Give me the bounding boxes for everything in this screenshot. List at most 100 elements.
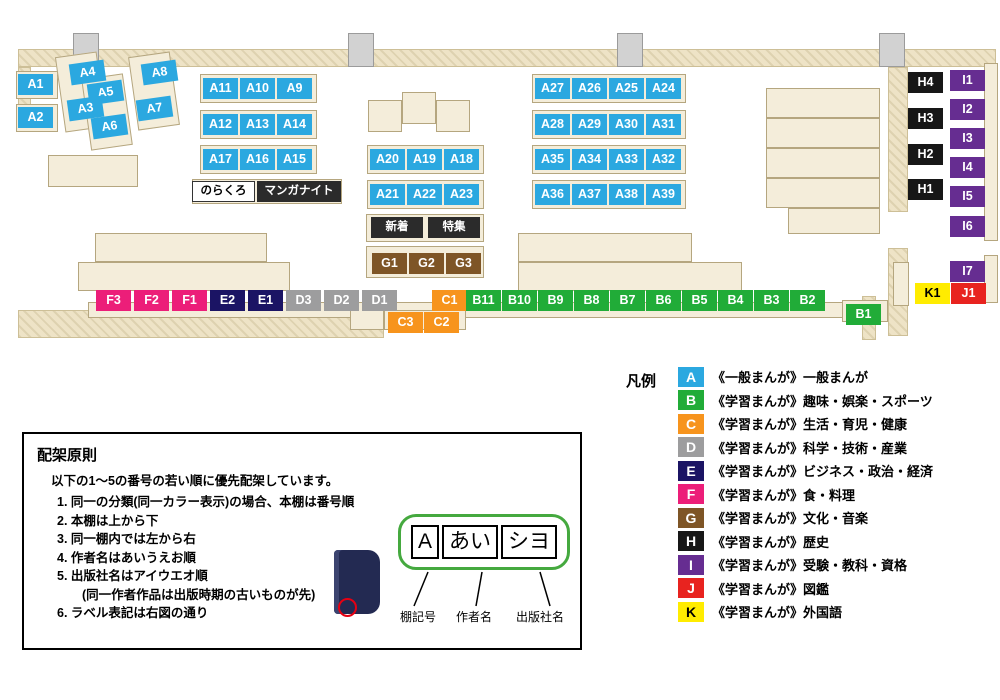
shelf-label-J1: J1	[951, 283, 986, 304]
shelf-label-A12: A12	[203, 114, 238, 135]
shelf-label-H4: H4	[908, 72, 943, 93]
shelf-label-I4: I4	[950, 157, 985, 178]
shelf-label-A31: A31	[646, 114, 681, 135]
principles-panel: 配架原則 以下の1～5の番号の若い順に優先配架しています。 1. 同一の分類(同…	[22, 432, 582, 650]
shelf-label-A32: A32	[646, 149, 681, 170]
shelf-label-A23: A23	[444, 184, 479, 205]
shelf-block	[48, 155, 138, 187]
legend-item: F 《学習まんが》食・料理	[678, 484, 998, 505]
pillar	[348, 33, 374, 67]
shelf-block	[984, 255, 998, 303]
shelf-label-F3: F3	[96, 290, 131, 311]
shelf-label-A17: A17	[203, 149, 238, 170]
legend-badge-A: A	[678, 366, 704, 387]
pillar	[617, 33, 643, 67]
shelf-label-A13: A13	[240, 114, 275, 135]
legend-item: G《学習まんが》文化・音楽	[678, 507, 998, 528]
label-position-circle	[338, 598, 357, 617]
shelf-label-C1: C1	[432, 290, 467, 311]
wall-segment	[888, 67, 908, 212]
wall-segment	[18, 49, 996, 67]
shelf-label-A10: A10	[240, 78, 275, 99]
legend-badge-K: K	[678, 601, 704, 622]
shelf-block	[518, 262, 742, 291]
example-caption: 作者名	[456, 610, 493, 624]
principle-item: (同一作者作品は出版時期の古いものが先)	[57, 587, 316, 602]
shelf-label-H3: H3	[908, 108, 943, 129]
legend-badge-G: G	[678, 507, 704, 528]
map-sign-のらくろ: のらくろ	[192, 181, 255, 202]
shelf-label-I7: I7	[950, 261, 985, 282]
shelf-label-A20: A20	[370, 149, 405, 170]
legend-badge-C: C	[678, 413, 704, 434]
principle-item: 1. 同一の分類(同一カラー表示)の場合、本棚は番号順	[57, 495, 355, 509]
shelf-label-A33: A33	[609, 149, 644, 170]
shelf-label-A37: A37	[572, 184, 607, 205]
legend-badge-I: I	[678, 554, 704, 575]
shelf-label-I2: I2	[950, 99, 985, 120]
legend-item-label: 《学習まんが》科学・技術・産業	[712, 440, 908, 456]
example-captions: 棚記号作者名出版社名	[400, 608, 600, 624]
legend-item-label: 《一般まんが》一般まんが	[712, 370, 869, 385]
shelf-label-B2: B2	[790, 290, 825, 311]
principles-intro: 以下の1～5の番号の若い順に優先配架しています。	[51, 474, 339, 488]
legend-item-label: 《学習まんが》生活・育児・健康	[712, 417, 908, 432]
legend-item: B《学習まんが》趣味・娯楽・スポーツ	[678, 390, 998, 411]
legend-badge-J: J	[678, 578, 704, 598]
pillar	[879, 33, 905, 67]
legend-item: C 《学習まんが》生活・育児・健康	[678, 413, 998, 434]
principle-item: 5. 出版社名はアイウエオ順	[57, 569, 208, 583]
shelf-label-B7: B7	[610, 290, 645, 311]
shelf-label-A25: A25	[609, 78, 644, 99]
example-box: シヨ	[501, 525, 557, 559]
shelf-label-B11: B11	[466, 290, 501, 311]
shelf-label-E2: E2	[210, 290, 245, 311]
legend-item-label: 《学習まんが》図鑑	[712, 581, 830, 597]
legend-item-label: 《学習まんが》食・料理	[712, 487, 856, 503]
shelf-label-A18: A18	[444, 149, 479, 170]
shelf-label-E1: E1	[248, 290, 283, 311]
legend-item: D 《学習まんが》科学・技術・産業	[678, 437, 998, 458]
shelf-label-D3: D3	[286, 290, 321, 311]
legend-badge-H: H	[678, 531, 704, 551]
shelf-block	[436, 100, 470, 132]
shelf-label-A29: A29	[572, 114, 607, 135]
legend-badge-F: F	[678, 484, 704, 504]
shelf-label-I5: I5	[950, 186, 985, 207]
shelf-label-A38: A38	[609, 184, 644, 205]
shelf-label-A19: A19	[407, 149, 442, 170]
shelf-label-A26: A26	[572, 78, 607, 99]
shelf-block	[766, 88, 880, 118]
shelf-label-B9: B9	[538, 290, 573, 311]
shelf-label-B6: B6	[646, 290, 681, 311]
shelf-label-A9: A9	[277, 78, 312, 99]
legend-item-label: 《学習まんが》受験・教科・資格	[712, 558, 908, 573]
shelf-label-A28: A28	[535, 114, 570, 135]
shelf-label-A34: A34	[572, 149, 607, 170]
legend-badge-D: D	[678, 437, 704, 457]
shelf-block	[893, 262, 909, 306]
example-box: あい	[442, 525, 498, 559]
shelf-label-A36: A36	[535, 184, 570, 205]
shelf-label-B3: B3	[754, 290, 789, 311]
shelf-label-G2: G2	[409, 253, 444, 274]
shelf-label-C2: C2	[424, 312, 459, 333]
shelf-label-A2: A2	[18, 107, 53, 128]
shelf-label-A15: A15	[277, 149, 312, 170]
principle-item: 2. 本棚は上から下	[57, 513, 159, 528]
shelf-block	[402, 92, 436, 124]
shelf-label-A39: A39	[646, 184, 681, 205]
shelf-label-B5: B5	[682, 290, 717, 311]
shelf-label-G1: G1	[372, 253, 407, 274]
shelf-label-H2: H2	[908, 144, 943, 165]
legend-item: I 《学習まんが》受験・教科・資格	[678, 554, 998, 575]
legend-item-label: 《学習まんが》歴史	[712, 534, 830, 550]
shelf-label-A21: A21	[370, 184, 405, 205]
legend-item: H 《学習まんが》歴史	[678, 531, 998, 552]
legend-item-label: 《学習まんが》ビジネス・政治・経済	[712, 464, 934, 479]
shelf-label-F1: F1	[172, 290, 207, 311]
